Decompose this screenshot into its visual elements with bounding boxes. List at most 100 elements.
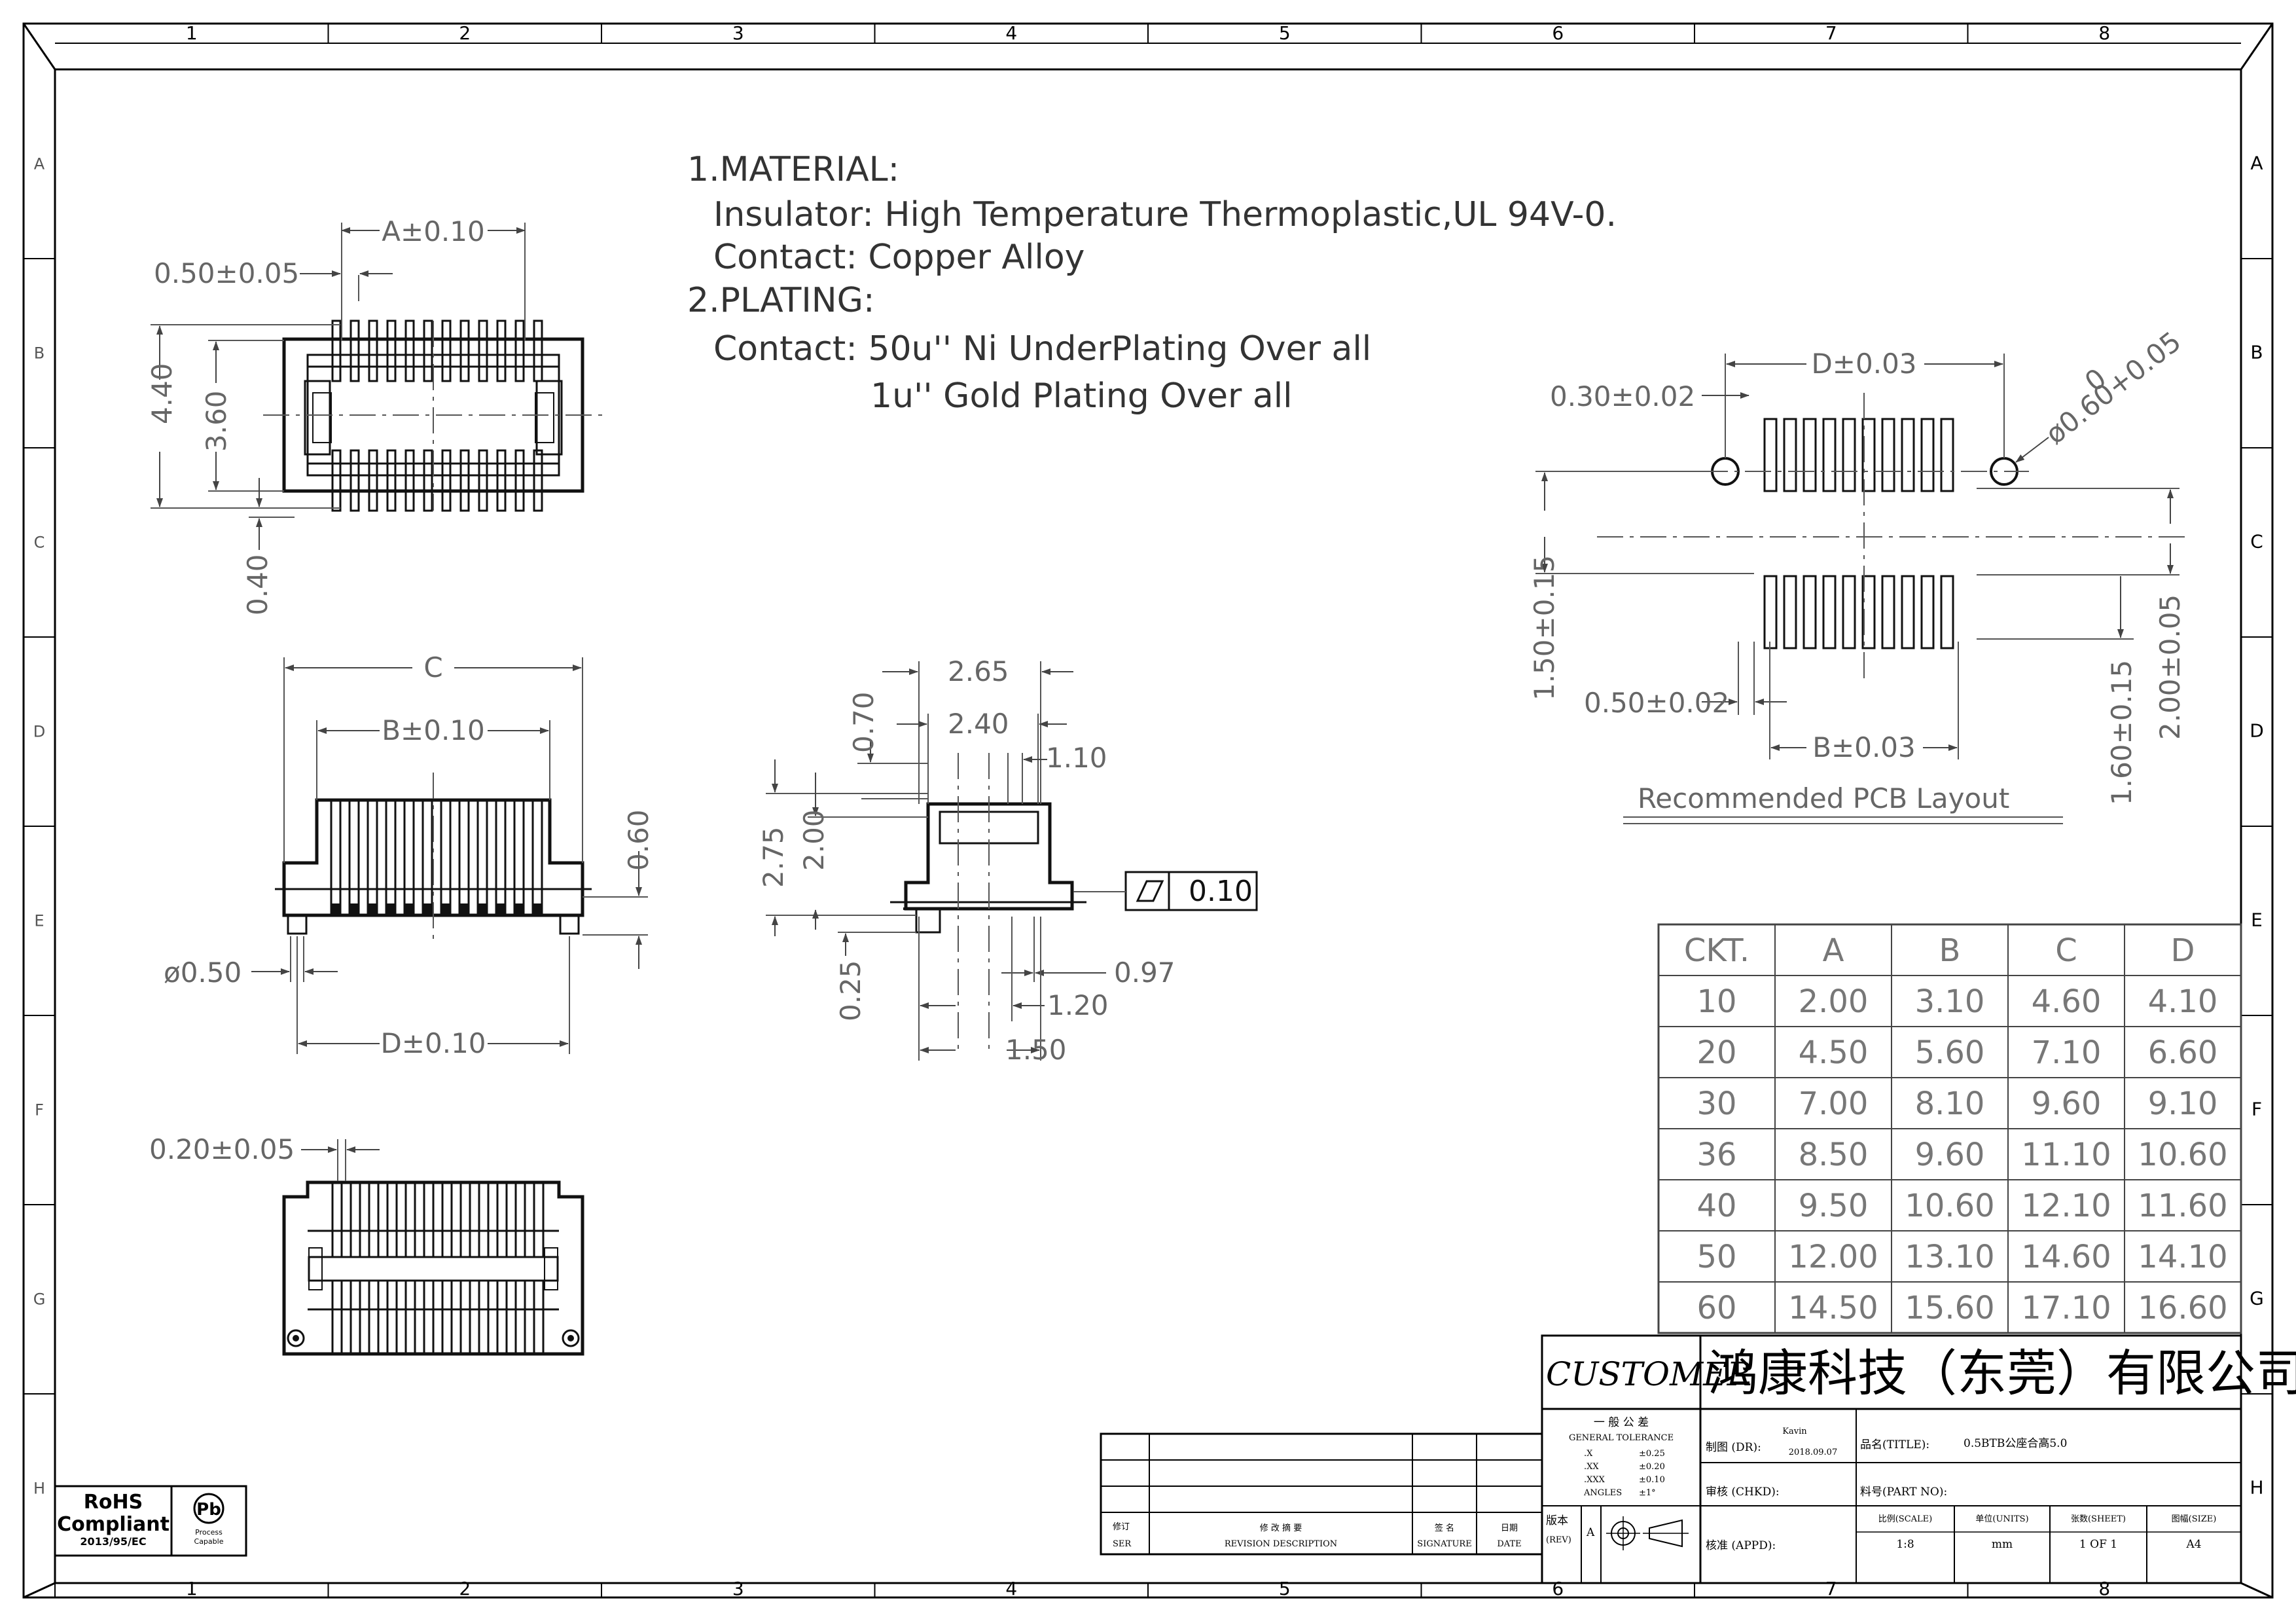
table-cell: 11.60 bbox=[2138, 1188, 2227, 1224]
zone-row-left-A: A bbox=[34, 155, 45, 173]
table-cell: 50 bbox=[1696, 1239, 1736, 1275]
table-cell: 4.10 bbox=[2148, 983, 2218, 1020]
side-dim-097: 0.97 bbox=[1114, 957, 1175, 989]
zone-col-bottom-7: 7 bbox=[1825, 1578, 1837, 1599]
size-value: A4 bbox=[2185, 1538, 2201, 1551]
zone-row-left-D: D bbox=[33, 723, 45, 741]
table-header-cell: B bbox=[1939, 932, 1961, 969]
top-pin-lower bbox=[350, 449, 360, 512]
desc-label: 修 改 摘 要 bbox=[1260, 1523, 1302, 1533]
table-header-cell: C bbox=[2055, 932, 2077, 969]
zone-col-top-2: 2 bbox=[459, 22, 471, 44]
sig-en: SIGNATURE bbox=[1417, 1539, 1471, 1549]
tolerance-xx-value: ±0.20 bbox=[1639, 1462, 1665, 1472]
projection-symbol-icon bbox=[1606, 1516, 1689, 1550]
table-header-cell: A bbox=[1823, 932, 1844, 969]
table-cell: 8.50 bbox=[1799, 1137, 1869, 1173]
table-cell: 5.60 bbox=[1915, 1034, 1985, 1071]
bottom-peg-left-icon bbox=[287, 1329, 305, 1347]
front-pin-foot bbox=[386, 903, 395, 915]
table-cell: 7.00 bbox=[1799, 1085, 1869, 1122]
zone-row-right-D: D bbox=[2250, 720, 2264, 742]
pcb-dim-d: D±0.03 bbox=[1811, 348, 1916, 380]
bottom-pin-upper bbox=[423, 1181, 435, 1258]
side-dim-240: 2.40 bbox=[948, 708, 1009, 740]
front-dim-b: B±0.10 bbox=[382, 714, 485, 746]
pcb-pads bbox=[1763, 418, 1954, 649]
check-label: 审核 (CHKD): bbox=[1706, 1486, 1780, 1499]
top-pin-lower bbox=[331, 449, 342, 512]
rev-label: 版本 bbox=[1546, 1514, 1568, 1527]
zone-col-bottom-6: 6 bbox=[1552, 1578, 1564, 1599]
material-notes: 1.MATERIAL: Insulator: High Temperature … bbox=[687, 150, 1617, 416]
bottom-peg-right-icon bbox=[562, 1329, 580, 1347]
top-pin-lower bbox=[368, 449, 378, 512]
tolerance-heading-cn: 一 般 公 差 bbox=[1594, 1416, 1649, 1429]
scale-label: 比例(SCALE) bbox=[1878, 1514, 1933, 1524]
bottom-view-pins bbox=[308, 1181, 559, 1355]
pcb-pad-upper bbox=[1783, 418, 1797, 492]
zone-row-left-C: C bbox=[34, 534, 45, 552]
bottom-pin-lower bbox=[368, 1279, 380, 1355]
bottom-pin-lower bbox=[350, 1279, 361, 1355]
front-pin bbox=[422, 799, 433, 917]
front-pin bbox=[330, 799, 342, 917]
tolerance-heading-en: GENERAL TOLERANCE bbox=[1569, 1433, 1674, 1443]
rev-col-label: 修订 bbox=[1113, 1522, 1130, 1532]
zone-row-right-H: H bbox=[2250, 1477, 2263, 1499]
table-cell: 17.10 bbox=[2021, 1290, 2111, 1326]
pcb-pad-lower bbox=[1901, 575, 1915, 649]
front-pin bbox=[440, 799, 452, 917]
top-view: A±0.10 0.50±0.05 4.40 3.60 0.40 bbox=[146, 215, 603, 615]
front-pin-foot bbox=[423, 903, 432, 915]
bottom-pin-upper bbox=[478, 1181, 490, 1258]
title-block: CUSTOMER 鸿康科技（东莞）有限公司 一 般 公 差 GENERAL TO… bbox=[1541, 1334, 2296, 1584]
pb-capable: Capable bbox=[194, 1537, 224, 1546]
pcb-dim-200: 2.00±0.05 bbox=[2154, 594, 2186, 740]
top-pin-lower bbox=[533, 449, 543, 512]
bottom-dim-020: 0.20±0.05 bbox=[149, 1133, 295, 1165]
pcb-pad-upper bbox=[1803, 418, 1817, 492]
bottom-pin-upper bbox=[441, 1181, 453, 1258]
bottom-pin-upper bbox=[496, 1181, 508, 1258]
zone-row-left-B: B bbox=[34, 344, 45, 363]
zone-row-right-B: B bbox=[2250, 342, 2263, 363]
side-dim-265: 2.65 bbox=[948, 655, 1009, 687]
side-dim-070: 0.70 bbox=[848, 691, 880, 753]
zone-row-right-E: E bbox=[2251, 909, 2263, 931]
bottom-pin-lower bbox=[423, 1279, 435, 1355]
zone-row-left-H: H bbox=[33, 1480, 45, 1498]
sig-label: 签 名 bbox=[1435, 1523, 1454, 1533]
zone-col-bottom-4: 4 bbox=[1005, 1578, 1017, 1599]
top-pin-upper bbox=[478, 319, 488, 382]
front-pin-foot bbox=[496, 903, 505, 915]
pcb-pad-lower bbox=[1881, 575, 1895, 649]
table-cell: 9.60 bbox=[2032, 1085, 2102, 1122]
note-plating-heading: 2.PLATING: bbox=[687, 281, 874, 320]
sheet-label: 张数(SHEET) bbox=[2071, 1514, 2126, 1524]
table-cell: 9.10 bbox=[2148, 1085, 2218, 1122]
note-insulator: Insulator: High Temperature Thermoplasti… bbox=[713, 195, 1617, 234]
bottom-pin-upper bbox=[350, 1181, 361, 1258]
front-dim-060: 0.60 bbox=[622, 809, 655, 871]
top-pin-lower bbox=[386, 449, 397, 512]
tolerance-angle-value: ±1° bbox=[1639, 1488, 1656, 1498]
rohs-title: RoHS bbox=[84, 1491, 143, 1514]
revision-block: 修订 SER 修 改 摘 要 REVISION DESCRIPTION 签 名 … bbox=[1100, 1432, 1543, 1556]
zone-row-right-A: A bbox=[2250, 153, 2263, 174]
table-cell: 16.60 bbox=[2138, 1290, 2227, 1326]
table-cell: 3.10 bbox=[1915, 983, 1985, 1020]
front-pin bbox=[531, 799, 543, 917]
table-header-cell: CKT. bbox=[1684, 932, 1749, 969]
table-cell: 11.10 bbox=[2021, 1137, 2111, 1173]
bottom-pin-upper bbox=[459, 1181, 471, 1258]
front-pin-foot bbox=[368, 903, 377, 915]
pcb-dim-hole: ø0.60+0.05 bbox=[2039, 325, 2187, 450]
zone-col-top-6: 6 bbox=[1552, 22, 1564, 44]
front-pin bbox=[348, 799, 360, 917]
pb-circle-icon bbox=[193, 1493, 224, 1524]
bottom-pin-upper bbox=[533, 1181, 545, 1258]
top-pin-upper bbox=[441, 319, 452, 382]
